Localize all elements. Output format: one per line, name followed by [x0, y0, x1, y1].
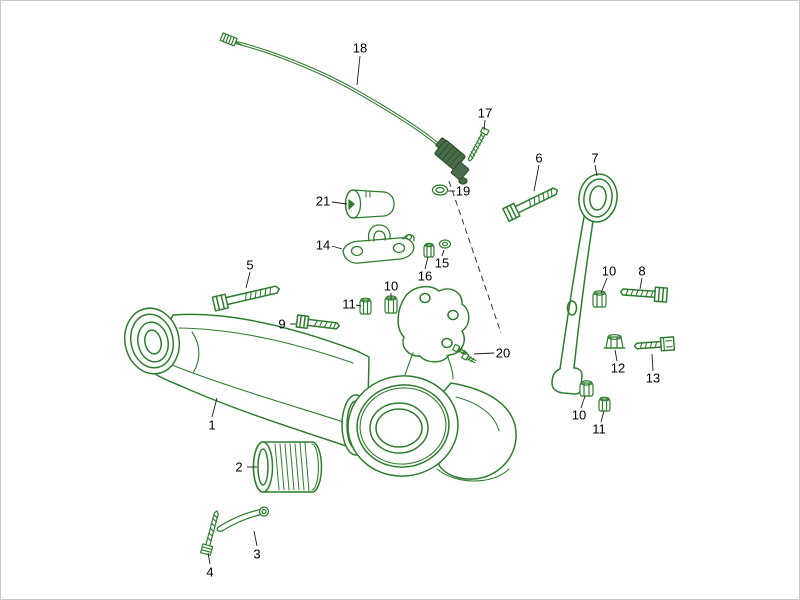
callout-leader-8	[639, 277, 643, 290]
part-link-arm	[551, 173, 618, 395]
part-nut-12	[603, 334, 626, 349]
callout-leader-1	[211, 397, 218, 418]
part-hub-carrier	[347, 285, 517, 482]
callout-leader-3	[253, 530, 258, 547]
part-screw-17	[468, 126, 490, 162]
part-nut-16	[423, 242, 435, 258]
callout-leader-7	[594, 164, 598, 177]
part-washer-15	[438, 239, 452, 249]
callout-leader-13	[651, 353, 654, 372]
callout-leader-5	[245, 271, 251, 289]
part-nut-10c	[579, 380, 594, 397]
part-trailing-arm	[123, 307, 370, 454]
part-strap	[216, 506, 270, 532]
part-ring-19	[431, 184, 449, 196]
part-bolt-13	[633, 336, 676, 352]
part-bracket	[342, 224, 415, 264]
callout-leader-21	[331, 201, 348, 205]
callout-leader-18	[356, 55, 361, 86]
part-nut-11b	[598, 396, 611, 412]
part-screws-20	[451, 343, 477, 364]
callout-leader-20	[473, 352, 495, 355]
callout-leader-16	[424, 256, 429, 270]
part-cable	[219, 32, 444, 150]
callout-leader-4	[207, 552, 211, 565]
dashed-reference-line	[448, 180, 502, 334]
part-speed-sensor	[434, 137, 470, 185]
part-bolt-9	[295, 314, 340, 330]
part-nut-10b	[592, 290, 607, 308]
callout-leader-lines	[207, 55, 654, 565]
callout-leader-6	[533, 164, 540, 192]
part-bolt-4	[200, 510, 219, 556]
part-cylinder-21	[344, 189, 395, 219]
callout-leader-10	[600, 277, 608, 294]
callout-leader-17	[483, 119, 486, 131]
part-bolt-5	[211, 285, 281, 312]
part-nut-10a	[384, 295, 398, 314]
callout-leader-14	[331, 245, 343, 250]
part-nut-11a	[359, 297, 372, 315]
callout-leader-11	[600, 410, 605, 423]
part-bolt-6	[502, 187, 558, 223]
callout-leader-10	[580, 395, 586, 409]
callout-leader-11	[355, 304, 362, 307]
callout-leader-12	[614, 349, 618, 362]
callout-leader-15	[441, 249, 445, 257]
part-bearing	[252, 441, 323, 493]
part-bolt-8	[619, 286, 669, 303]
